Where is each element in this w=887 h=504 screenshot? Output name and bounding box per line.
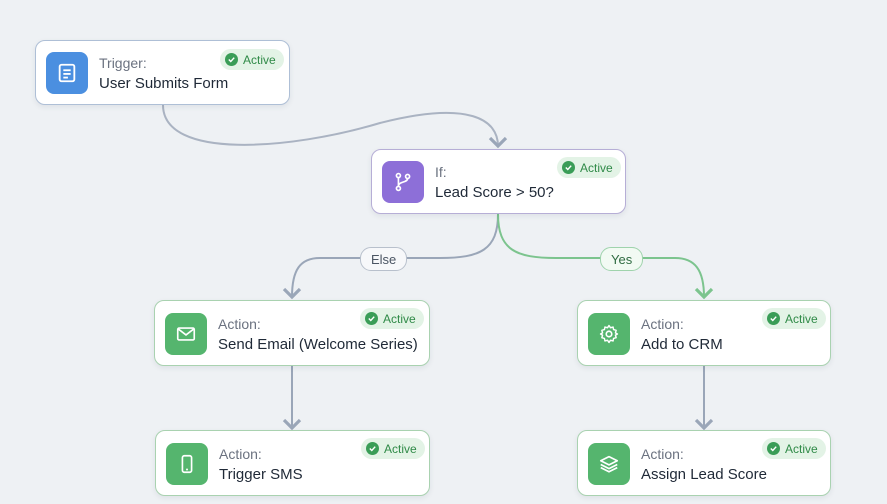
yes-edge-label: Yes <box>600 247 644 271</box>
status-text: Active <box>580 160 613 175</box>
layers-icon <box>588 443 630 485</box>
status-text: Active <box>383 311 416 326</box>
status-badge: Active <box>220 49 284 70</box>
connector-trigger-to-condition <box>162 104 508 149</box>
trigger-sms-node[interactable]: Action: Trigger SMS Active <box>155 430 430 496</box>
node-kind-label: Action: <box>641 446 684 462</box>
status-text: Active <box>243 52 276 67</box>
node-title: Send Email (Welcome Series) <box>218 336 418 353</box>
node-kind-label: Action: <box>641 316 684 332</box>
condition-node[interactable]: If: Lead Score > 50? Active <box>371 149 626 214</box>
status-text: Active <box>785 311 818 326</box>
send-email-node[interactable]: Action: Send Email (Welcome Series) Acti… <box>154 300 430 366</box>
node-title: User Submits Form <box>99 75 229 92</box>
gear-icon <box>588 313 630 355</box>
check-icon <box>365 312 378 325</box>
node-title: Add to CRM <box>641 336 723 353</box>
check-icon <box>767 312 780 325</box>
phone-icon <box>166 443 208 485</box>
node-kind-label: Action: <box>219 446 262 462</box>
status-badge: Active <box>762 308 826 329</box>
status-text: Active <box>785 441 818 456</box>
mail-icon <box>165 313 207 355</box>
check-icon <box>767 442 780 455</box>
node-title: Trigger SMS <box>219 466 303 483</box>
connector-yes-branch <box>497 213 714 300</box>
add-to-crm-node[interactable]: Action: Add to CRM Active <box>577 300 831 366</box>
status-badge: Active <box>360 308 424 329</box>
status-badge: Active <box>762 438 826 459</box>
status-text: Active <box>384 441 417 456</box>
status-badge: Active <box>361 438 425 459</box>
branch-icon <box>382 161 424 203</box>
node-kind-label: Trigger: <box>99 55 147 71</box>
node-kind-label: If: <box>435 164 447 180</box>
check-icon <box>366 442 379 455</box>
check-icon <box>562 161 575 174</box>
node-title: Assign Lead Score <box>641 466 767 483</box>
form-icon <box>46 52 88 94</box>
node-title: Lead Score > 50? <box>435 184 554 201</box>
node-kind-label: Action: <box>218 316 261 332</box>
trigger-node[interactable]: Trigger: User Submits Form Active <box>35 40 290 105</box>
connector-else-branch <box>282 213 499 300</box>
check-icon <box>225 53 238 66</box>
status-badge: Active <box>557 157 621 178</box>
else-edge-label: Else <box>360 247 408 271</box>
assign-lead-score-node[interactable]: Action: Assign Lead Score Active <box>577 430 831 496</box>
